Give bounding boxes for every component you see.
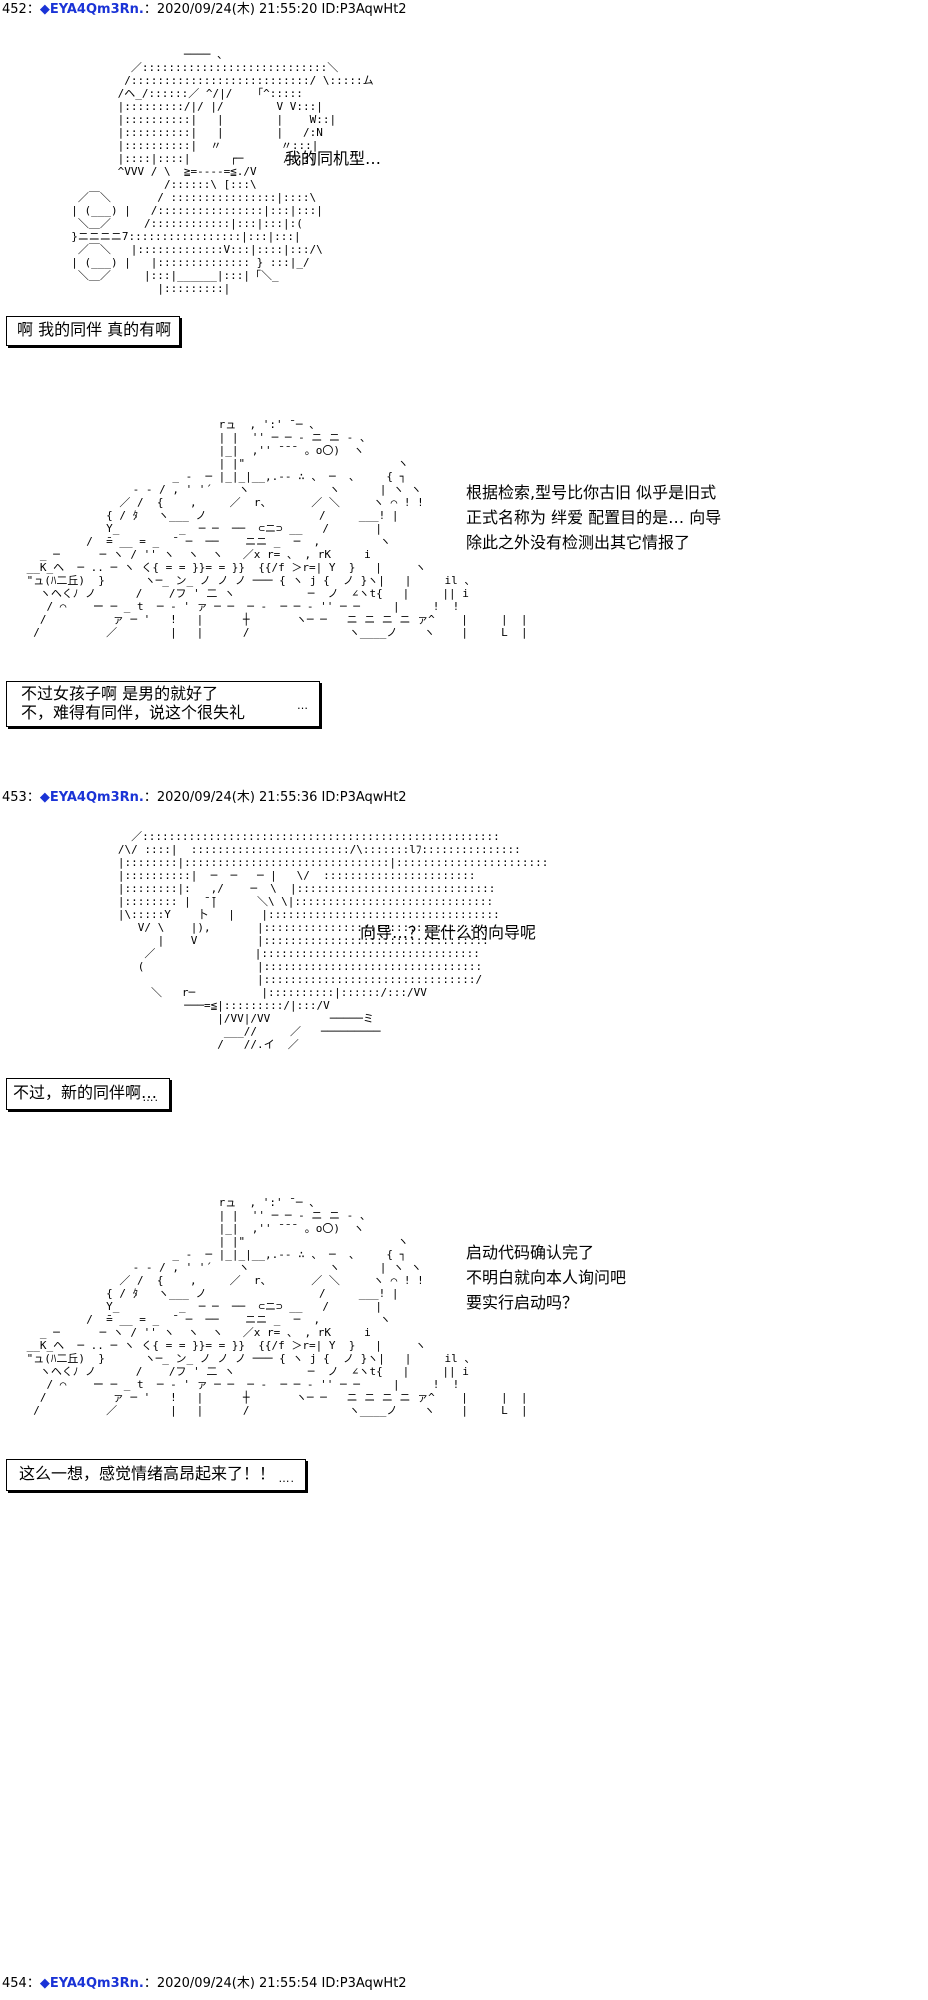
ascii-art-scene-2: rュ , ':' ̄ ─ 、 | | '' ─ ─ - ニ ニ - 、 |_| … bbox=[26, 1196, 528, 1417]
author-name[interactable]: ◆EYA4Qm3Rn. bbox=[39, 1976, 144, 1991]
dialogue-line: 不，难得有同伴，说这个很失礼 bbox=[21, 703, 246, 722]
dialogue-line: 这么一想，感觉情绪高昂起来了！！ bbox=[19, 1464, 276, 1483]
post-number: 452： bbox=[2, 2, 40, 17]
ellipsis-mark: …. bbox=[278, 1472, 295, 1485]
post-header-452: 452：◆EYA4Qm3Rn.：2020/09/24(木) 21:55:20 I… bbox=[2, 2, 407, 18]
speech-text-3: 向导…？是什么的向导呢 bbox=[360, 920, 536, 945]
dialogue-box-3: 不过，新的同伴啊… …. bbox=[6, 1078, 170, 1110]
speech-line: 启动代码确认完了 bbox=[466, 1243, 595, 1262]
post-number: 454： bbox=[2, 1976, 40, 1991]
post-number: 453： bbox=[2, 790, 40, 805]
dialogue-line: 啊 我的同伴 真的有啊 bbox=[17, 320, 172, 339]
dialogue-line: 不过，新的同伴啊… bbox=[13, 1083, 158, 1102]
speech-text-1: 我的同机型… bbox=[285, 146, 381, 171]
post-meta: ：2020/09/24(木) 21:55:54 ID:P3AqwHt2 bbox=[143, 1976, 407, 1991]
speech-line: 我的同机型… bbox=[285, 149, 382, 168]
post-meta: ：2020/09/24(木) 21:55:36 ID:P3AqwHt2 bbox=[143, 790, 407, 805]
dialogue-box-4: 这么一想，感觉情绪高昂起来了！！ …. bbox=[6, 1459, 306, 1491]
dialogue-box-2: 不过女孩子啊 是男的就好了 不，难得有同伴，说这个很失礼 … bbox=[6, 681, 320, 727]
post-header-454: 454：◆EYA4Qm3Rn.：2020/09/24(木) 21:55:54 I… bbox=[2, 1976, 407, 1992]
dialogue-line: 不过女孩子啊 是男的就好了 bbox=[21, 684, 219, 703]
post-header-453: 453：◆EYA4Qm3Rn.：2020/09/24(木) 21:55:36 I… bbox=[2, 790, 407, 806]
ascii-art-figure-2: ／:::::::::::::::::::::::::::::::::::::::… bbox=[117, 830, 549, 1051]
dialogue-box-1: 啊 我的同伴 真的有啊 bbox=[6, 316, 180, 346]
speech-line: 根据检索,型号比你古旧 似乎是旧式 bbox=[466, 483, 717, 502]
speech-line: 除此之外没有检测出其它情报了 bbox=[466, 533, 691, 552]
author-name[interactable]: ◆EYA4Qm3Rn. bbox=[39, 790, 144, 805]
speech-line: 不明白就向本人询问吧 bbox=[466, 1268, 627, 1287]
post-meta: ：2020/09/24(木) 21:55:20 ID:P3AqwHt2 bbox=[143, 2, 407, 17]
author-name[interactable]: ◆EYA4Qm3Rn. bbox=[39, 2, 144, 17]
speech-line: 要实行启动吗？ bbox=[466, 1293, 579, 1312]
speech-line: 向导…？是什么的向导呢 bbox=[360, 923, 537, 942]
ascii-art-scene-1: rュ , ':' ̄ ─ 、 | | '' ─ ─ - ニ ニ - 、 |_| … bbox=[26, 418, 528, 639]
speech-text-4: 启动代码确认完了 不明白就向本人询问吧 要实行启动吗？ bbox=[466, 1240, 626, 1315]
ellipsis-mark: … bbox=[297, 699, 309, 712]
speech-text-2: 根据检索,型号比你古旧 似乎是旧式 正式名称为 绊爱 配置目的是… 向导 除此之… bbox=[466, 480, 721, 555]
ellipsis-mark: …. bbox=[142, 1091, 159, 1104]
speech-line: 正式名称为 绊爱 配置目的是… 向导 bbox=[466, 508, 722, 527]
ascii-art-figure-1: ──── 、 ／::::::::::::::::::::::::::::＼ /:… bbox=[71, 48, 374, 295]
